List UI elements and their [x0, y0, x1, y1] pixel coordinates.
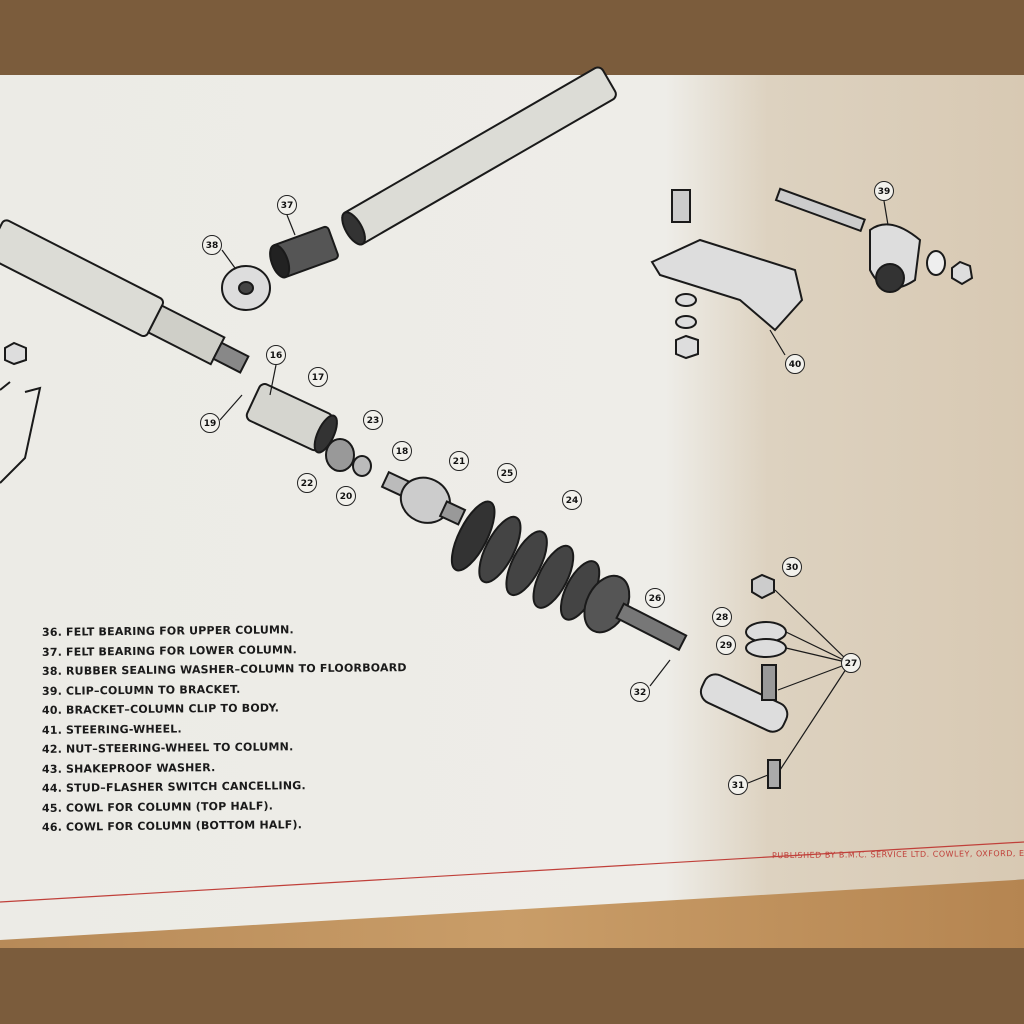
inner-ball-joint: [380, 470, 467, 526]
legend-item: 46.COWL FOR COLUMN (BOTTOM HALF).: [42, 817, 407, 840]
legend-number: 43.: [41, 762, 63, 776]
legend-text: STUD–FLASHER SWITCH CANCELLING.: [65, 779, 306, 795]
legend-text: STEERING-WHEEL.: [65, 721, 182, 737]
tie-rod-end: [699, 673, 789, 733]
callout-37: 37: [277, 195, 297, 215]
callout-28: 28: [712, 607, 732, 627]
legend-number: 38.: [41, 664, 63, 678]
legend-text: COWL FOR COLUMN (BOTTOM HALF).: [65, 818, 303, 834]
parts-legend: 36.FELT BEARING FOR UPPER COLUMN.37.FELT…: [41, 623, 407, 840]
callout-32: 32: [630, 682, 650, 702]
callout-29: 29: [716, 635, 736, 655]
callout-16: 16: [266, 345, 286, 365]
legend-text: COWL FOR COLUMN (TOP HALF).: [65, 798, 274, 815]
lower-column: [0, 219, 250, 374]
callout-25: 25: [497, 463, 517, 483]
callout-18: 18: [392, 441, 412, 461]
legend-text: BRACKET–COLUMN CLIP TO BODY.: [65, 701, 280, 717]
callout-39: 39: [874, 181, 894, 201]
legend-text: CLIP–COLUMN TO BRACKET.: [65, 682, 241, 698]
legend-number: 41.: [41, 723, 63, 737]
legend-number: 44.: [41, 781, 63, 795]
callout-21: 21: [449, 451, 469, 471]
callout-30: 30: [782, 557, 802, 577]
legend-text: SHAKEPROOF WASHER.: [65, 760, 216, 776]
legend-text: FELT BEARING FOR LOWER COLUMN.: [65, 642, 298, 659]
legend-text: FELT BEARING FOR UPPER COLUMN.: [65, 623, 294, 639]
legend-number: 36.: [41, 625, 63, 639]
callout-23: 23: [363, 410, 383, 430]
bracket: [650, 238, 804, 332]
callout-17: 17: [308, 367, 328, 387]
legend-number: 40.: [41, 703, 63, 717]
callout-20: 20: [336, 486, 356, 506]
legend-number: 45.: [41, 801, 63, 815]
legend-number: 37.: [41, 645, 63, 659]
callout-40: 40: [785, 354, 805, 374]
red-border-rule: [0, 841, 1024, 903]
top-frame: [0, 0, 1024, 75]
legend-number: 46.: [41, 820, 63, 834]
legend-number: 39.: [41, 684, 63, 698]
callout-22: 22: [297, 473, 317, 493]
callout-24: 24: [562, 490, 582, 510]
callout-31: 31: [728, 775, 748, 795]
bottom-frame: [0, 948, 1024, 1024]
callout-26: 26: [645, 588, 665, 608]
sleeve: [245, 383, 338, 454]
legend-text: NUT–STEERING-WHEEL TO COLUMN.: [65, 740, 294, 756]
legend-text: RUBBER SEALING WASHER–COLUMN TO FLOORBOA…: [65, 661, 407, 678]
upper-column-tube: [341, 66, 617, 246]
legend-number: 42.: [41, 742, 63, 756]
callout-38: 38: [202, 235, 222, 255]
rack-gaiter: [450, 500, 688, 652]
callout-27: 27: [841, 653, 861, 673]
felt-bearing: [269, 225, 339, 279]
callout-19: 19: [200, 413, 220, 433]
